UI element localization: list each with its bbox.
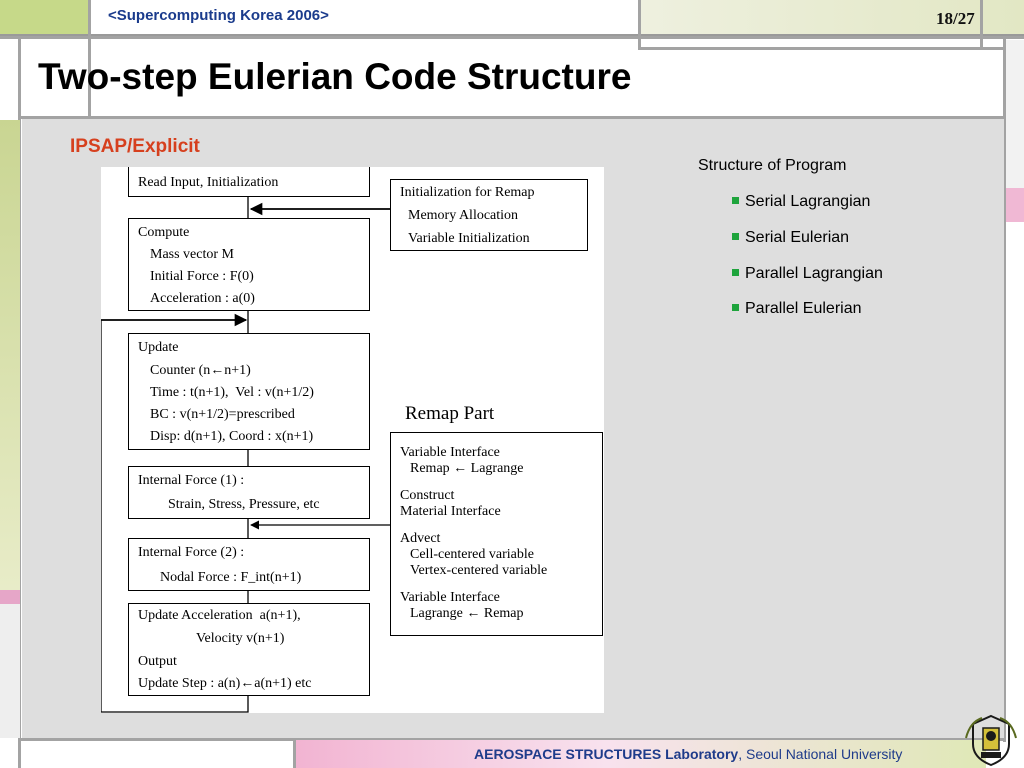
header-pale-band [640, 0, 1024, 36]
frame-line [18, 116, 1006, 119]
page-title: Two-step Eulerian Code Structure [38, 56, 632, 97]
square-bullet-icon [732, 197, 739, 204]
footer-band [296, 740, 986, 768]
footer-lab: AEROSPACE STRUCTURES Laboratory [474, 746, 739, 762]
list-item: Serial Lagrangian [732, 193, 870, 211]
university-seal-icon [965, 714, 1017, 767]
left-accent-strip [0, 120, 20, 590]
frame-line [638, 0, 641, 50]
side-box-remap-part: Variable Interface Remap ← Lagrange Cons… [390, 432, 603, 636]
structure-list: Structure of Program Serial Lagrangian S… [698, 157, 883, 317]
flow-box-read-input: Read Input, Initialization [128, 167, 370, 197]
frame-line [980, 0, 983, 50]
square-bullet-icon [732, 233, 739, 240]
frame-line [293, 738, 296, 768]
frame-line [0, 36, 1024, 39]
list-item: Serial Eulerian [732, 229, 849, 247]
loop-back-line [101, 320, 249, 713]
square-bullet-icon [732, 269, 739, 276]
flow-box-update: Update Counter (n←n+1) Time : t(n+1), Ve… [128, 333, 370, 450]
remap-part-title: Remap Part [405, 403, 495, 424]
list-item: Parallel Eulerian [732, 300, 862, 318]
side-box-init-remap: Initialization for Remap Memory Allocati… [390, 179, 588, 251]
section-subtitle: IPSAP/Explicit [70, 136, 200, 157]
flow-box-internal-force-1: Internal Force (1) : Strain, Stress, Pre… [128, 466, 370, 519]
right-pink-block [1006, 188, 1024, 222]
flow-box-update-acceleration: Update Acceleration a(n+1), Velocity v(n… [128, 603, 370, 696]
flow-box-internal-force-2: Internal Force (2) : Nodal Force : F_int… [128, 538, 370, 591]
list-item: Parallel Lagrangian [732, 265, 883, 283]
square-bullet-icon [732, 304, 739, 311]
flow-box-compute: Compute Mass vector M Initial Force : F(… [128, 218, 370, 311]
frame-line [18, 738, 1006, 741]
left-pale-block [0, 604, 20, 738]
frame-line [638, 47, 1024, 50]
corner-accent [0, 0, 88, 36]
right-pale-block [1006, 40, 1024, 188]
footer-text: AEROSPACE STRUCTURES Laboratory, Seoul N… [474, 746, 902, 762]
footer-university: , Seoul National University [738, 746, 903, 762]
page-number: 18/27 [936, 9, 975, 28]
left-pink-block [0, 590, 20, 604]
conference-label: <Supercomputing Korea 2006> [108, 7, 329, 24]
code-structure-flowchart: Read Input, Initialization Compute Mass … [101, 167, 604, 713]
structure-heading: Structure of Program [698, 157, 847, 174]
header-rule [0, 0, 1024, 36]
frame-line [1003, 36, 1006, 742]
frame-line [88, 0, 91, 118]
